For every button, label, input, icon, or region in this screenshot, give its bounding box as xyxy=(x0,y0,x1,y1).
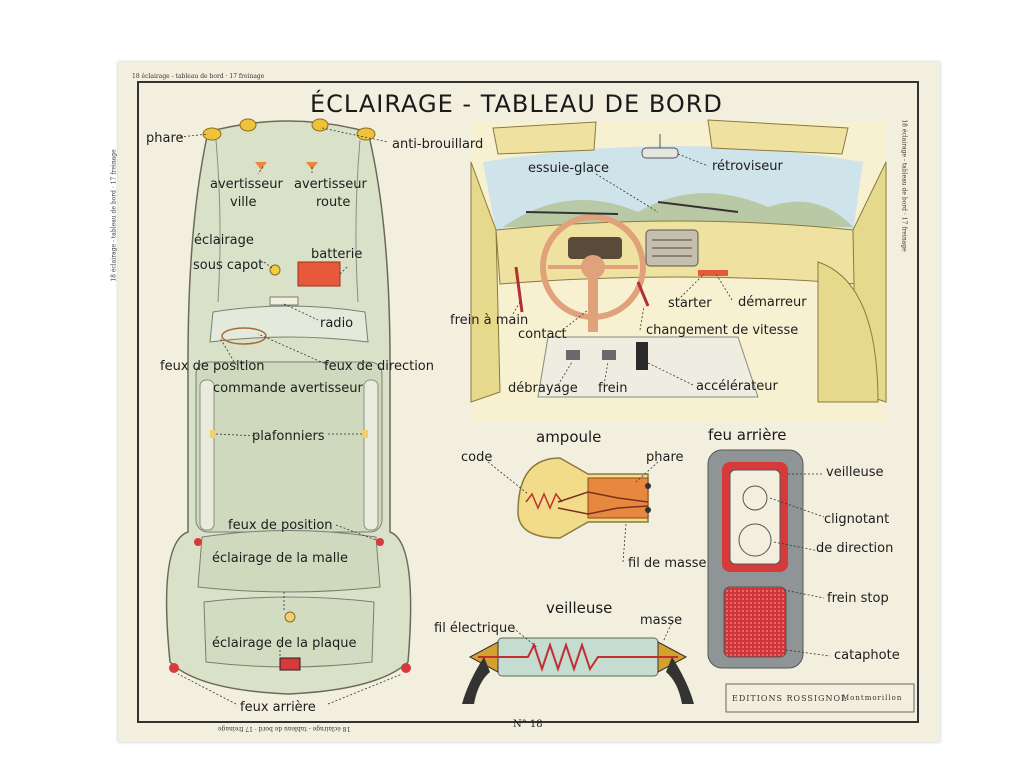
label-feux-direction: feux de direction xyxy=(324,359,434,374)
publisher-name: EDITIONS ROSSIGNOL xyxy=(732,694,848,703)
label-frein: frein xyxy=(598,381,628,396)
dashboard-view xyxy=(470,119,887,422)
poster-frame xyxy=(137,81,919,723)
veilleuse-title: veilleuse xyxy=(546,599,613,617)
label-feux-position-arriere: feux de position xyxy=(228,518,333,533)
label-debrayage: débrayage xyxy=(508,381,578,396)
label-fil-masse: fil de masse xyxy=(628,556,707,571)
label-clignotant: clignotant xyxy=(824,512,890,527)
label-commande-avertisseur: commande avertisseur xyxy=(213,381,363,396)
label-starter: starter xyxy=(668,296,712,311)
label-plafonniers: plafonniers xyxy=(252,429,325,444)
margin-text-left: 18 éclairage - tableau de bord · 17 frei… xyxy=(110,149,118,282)
ampoule-title: ampoule xyxy=(536,428,602,446)
label-anti-brouillard: anti-brouillard xyxy=(392,137,484,152)
label-masse: masse xyxy=(640,613,683,628)
label-code: code xyxy=(461,450,493,465)
label-frein-a-main: frein à main xyxy=(450,313,529,328)
label-demarreur: démarreur xyxy=(738,295,807,310)
poster-number: N° 18 xyxy=(513,719,543,730)
label-eclairage-capot-2: sous capot xyxy=(193,258,264,273)
label-eclairage-malle: éclairage de la malle xyxy=(212,551,348,566)
label-ampoule-phare: phare xyxy=(646,450,684,465)
label-feux-position: feux de position xyxy=(160,359,265,374)
label-contact: contact xyxy=(518,327,567,342)
label-accelerateur: accélérateur xyxy=(696,379,778,394)
label-feux-arriere: feux arrière xyxy=(240,700,316,715)
label-cataphote: cataphote xyxy=(834,648,900,663)
label-veilleuse-feu: veilleuse xyxy=(826,465,884,480)
margin-text-right: 18 éclairage - tableau de bord · 17 frei… xyxy=(900,119,908,252)
margin-text-bottom: 18 éclairage - tableau de bord · 17 frei… xyxy=(218,725,351,732)
label-frein-stop: frein stop xyxy=(827,591,889,606)
publisher-place: Montmorillon xyxy=(842,694,903,702)
car-top-view xyxy=(165,118,412,705)
label-de-direction: de direction xyxy=(816,541,894,556)
label-fil-electrique: fil électrique xyxy=(434,621,516,636)
feu-arriere-title: feu arrière xyxy=(708,426,787,444)
label-retroviseur: rétroviseur xyxy=(712,159,783,174)
label-eclairage-capot-1: éclairage xyxy=(194,233,254,248)
label-essuie-glace: essuie-glace xyxy=(528,161,610,176)
label-avertisseur-route-2: route xyxy=(316,195,351,210)
veilleuse-diagram xyxy=(462,619,694,704)
publisher-box xyxy=(725,683,915,713)
poster: ÉCLAIRAGE - TABLEAU DE BORD N° 18 EDITIO… xyxy=(111,62,940,742)
ampoule-diagram xyxy=(487,457,659,563)
label-avertisseur-ville-2: ville xyxy=(230,195,257,210)
feu-arriere-diagram xyxy=(707,449,831,669)
label-changement-vitesse: changement de vitesse xyxy=(646,323,799,338)
poster-title: ÉCLAIRAGE - TABLEAU DE BORD xyxy=(310,90,723,118)
poster-illustration xyxy=(137,81,919,723)
margin-text-top: 18 éclairage - tableau de bord · 17 frei… xyxy=(132,73,265,80)
label-batterie: batterie xyxy=(311,247,363,262)
label-phare: phare xyxy=(146,131,184,146)
label-avertisseur-ville-1: avertisseur xyxy=(210,177,283,192)
label-avertisseur-route-1: avertisseur xyxy=(294,177,367,192)
label-eclairage-plaque: éclairage de la plaque xyxy=(212,636,357,651)
label-radio: radio xyxy=(320,316,354,331)
